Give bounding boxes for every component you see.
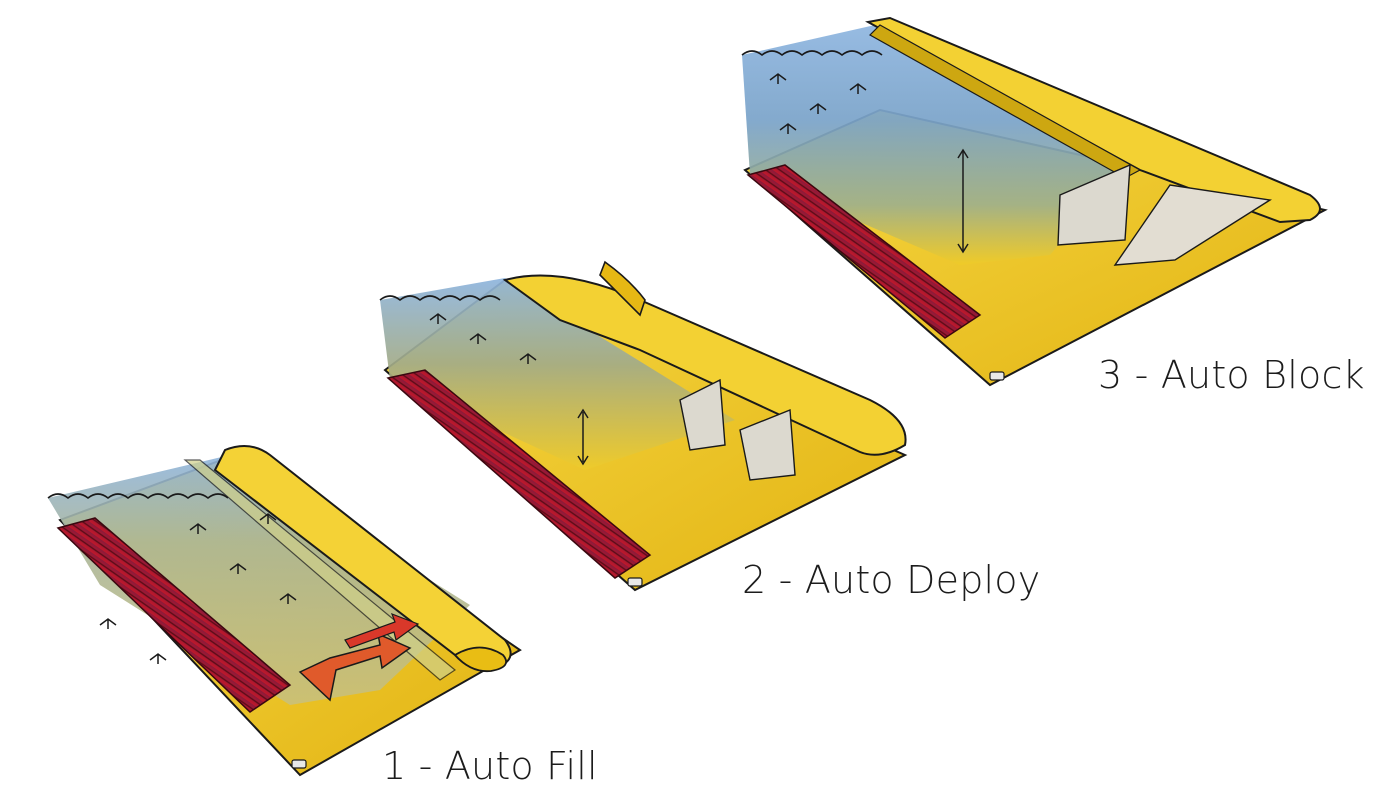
support-panel	[679, 378, 726, 451]
step-1-label: 1 - Auto Fill	[382, 744, 598, 788]
anchor-clip	[989, 371, 1005, 381]
anchor-clip	[291, 759, 307, 769]
step-2-label: 2 - Auto Deploy	[742, 558, 1041, 602]
retaining-wall	[56, 517, 292, 713]
water-body	[742, 25, 1130, 265]
deploying-barrier	[502, 274, 907, 456]
stage-1-illustration	[47, 445, 522, 777]
step-3-label: 3 - Auto Block	[1098, 353, 1365, 397]
water-surface	[741, 50, 883, 57]
support-panel	[739, 408, 796, 481]
support-panel	[1113, 184, 1272, 266]
support-panel	[1057, 163, 1131, 246]
flow-arrow-large	[298, 632, 412, 702]
water-surface	[379, 295, 501, 302]
retaining-wall	[386, 369, 652, 579]
water-debris-marks	[429, 313, 537, 364]
water-debris-marks	[99, 513, 297, 664]
barrier-fold	[599, 260, 646, 317]
anchor-clip	[627, 577, 643, 587]
barrier-roll-end	[454, 646, 507, 673]
water-body	[380, 278, 735, 470]
water-surface	[47, 493, 229, 500]
retaining-wall	[746, 164, 982, 339]
stage-2-illustration	[379, 260, 908, 592]
stage-3-illustration	[741, 16, 1328, 387]
water-debris-marks	[769, 73, 867, 134]
raised-barrier	[865, 16, 1321, 224]
flow-arrow-small	[344, 612, 420, 649]
